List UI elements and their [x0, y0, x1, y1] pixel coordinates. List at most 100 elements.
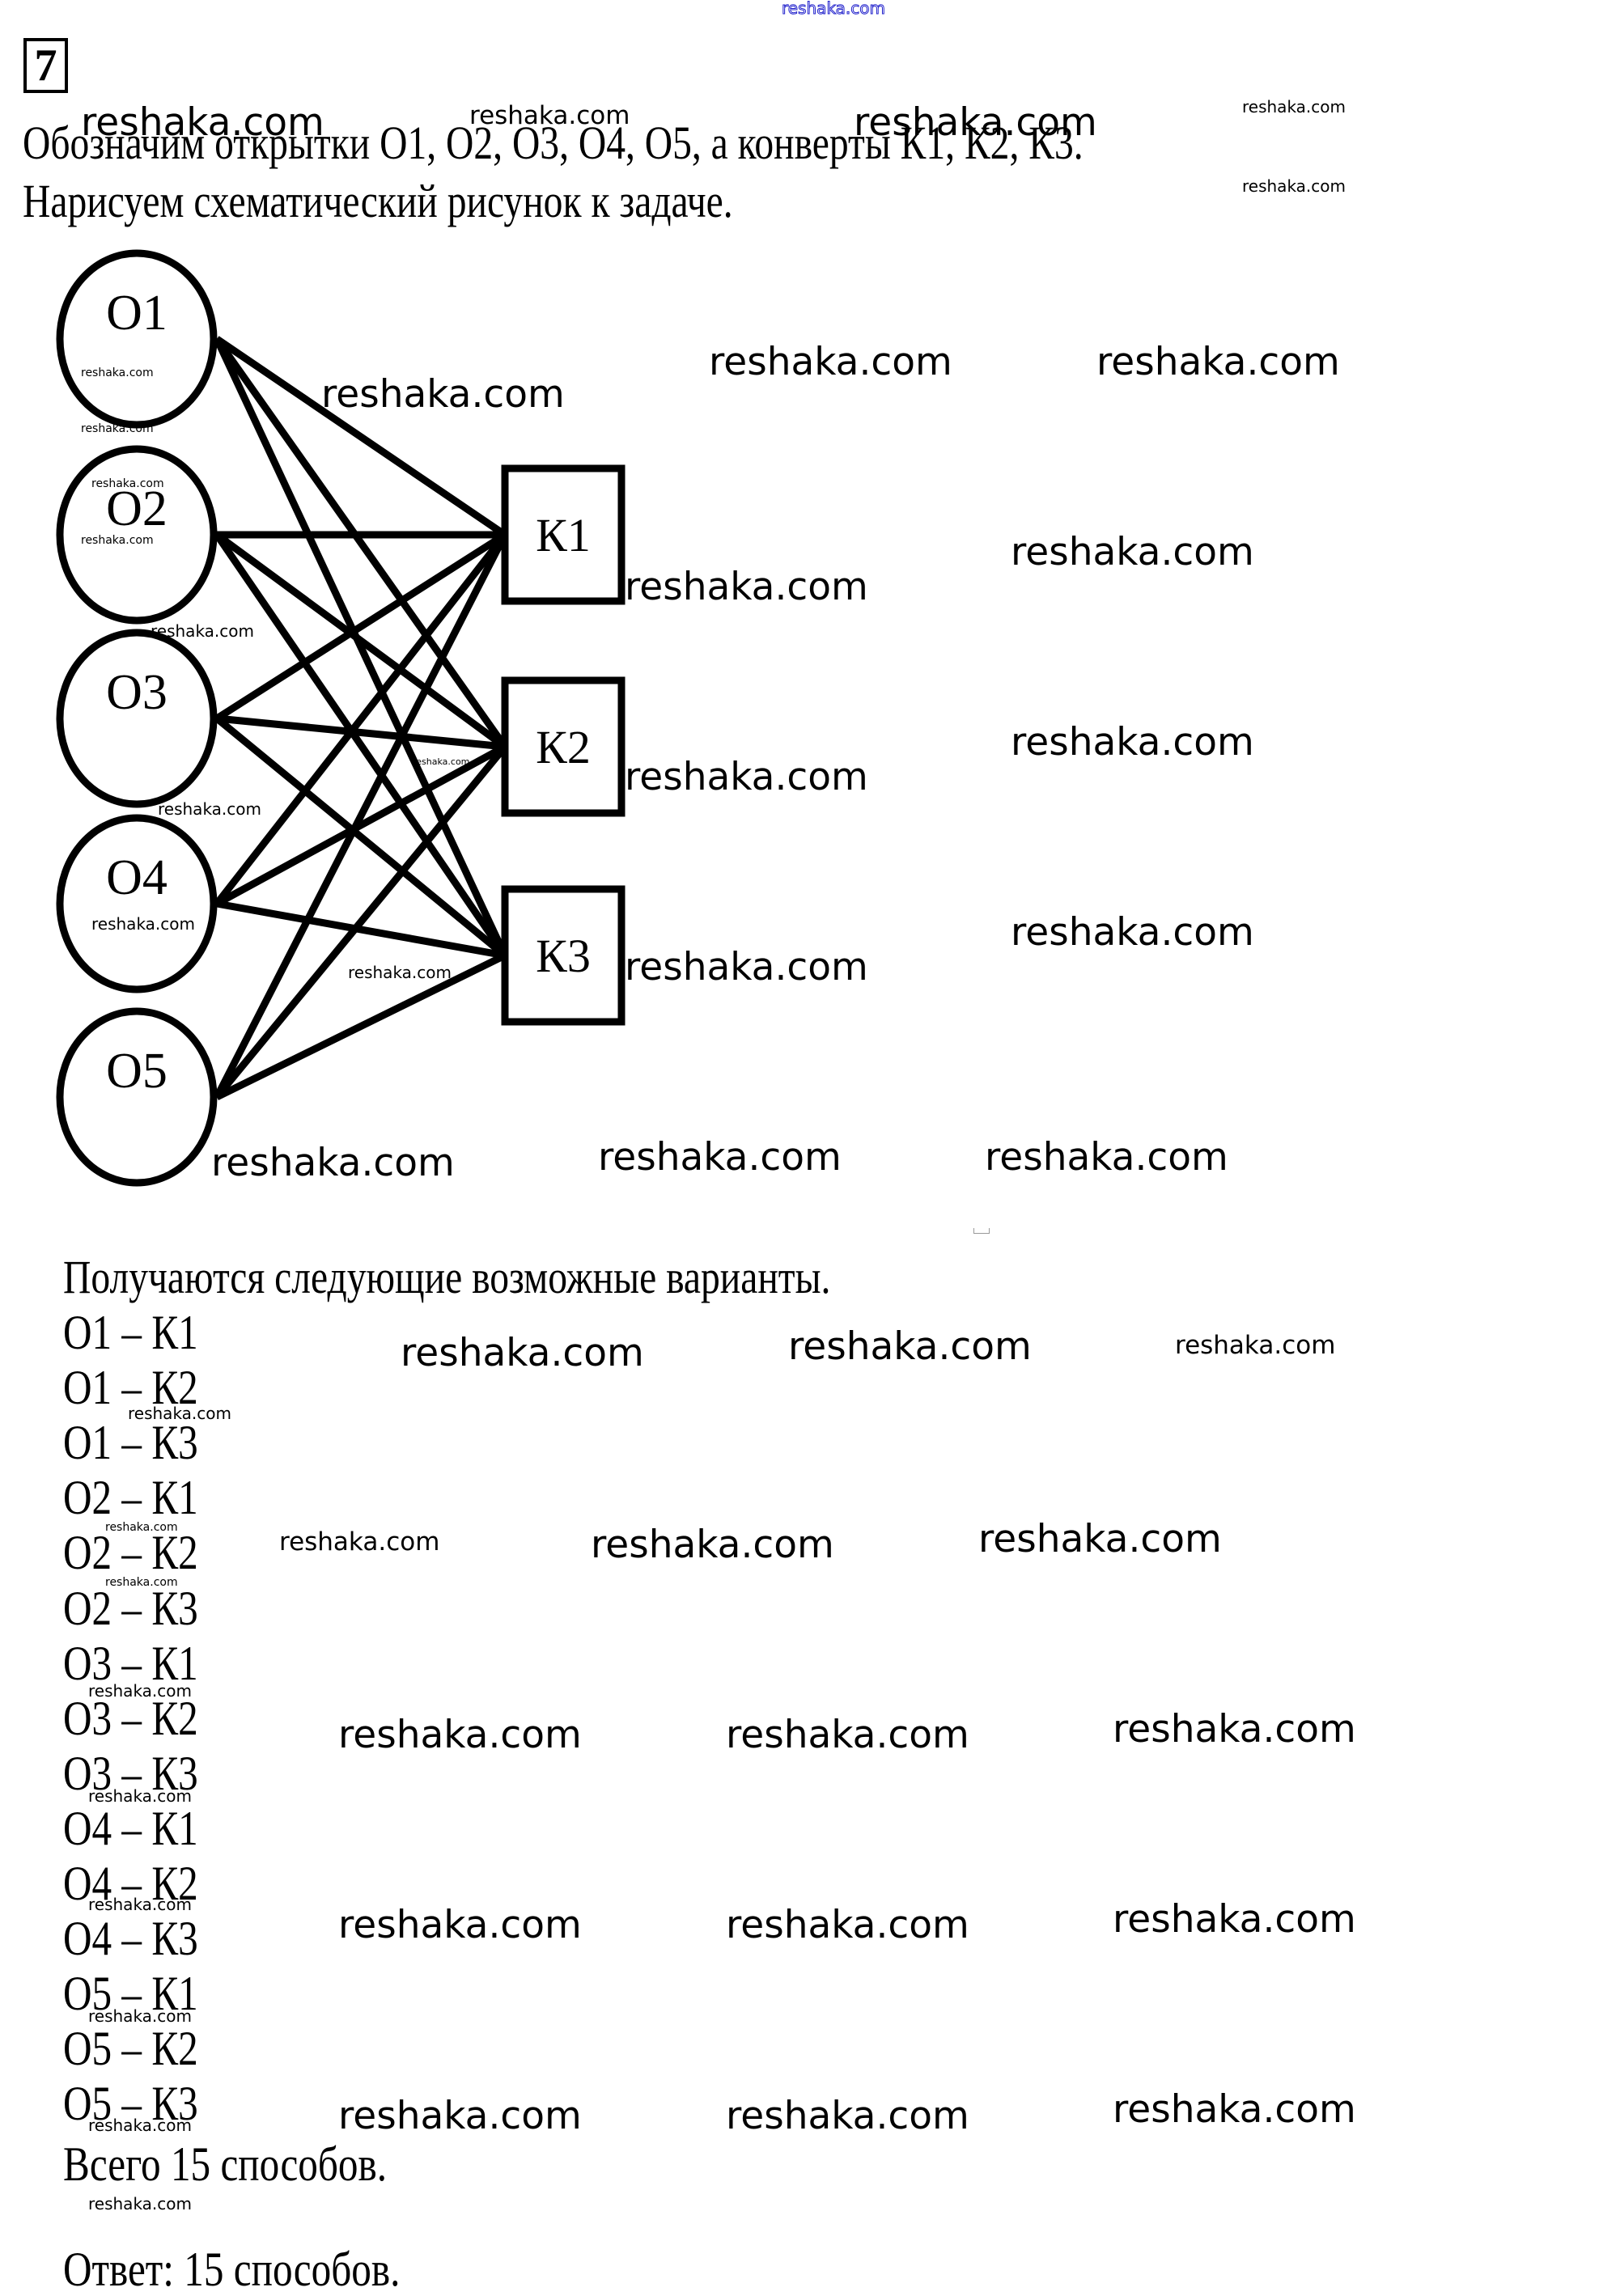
top-watermark: reshaka.com — [782, 0, 886, 19]
watermark: reshaka.com — [598, 1135, 842, 1180]
postcard-label: О3 — [106, 665, 168, 720]
watermark: reshaka.com — [105, 1521, 178, 1534]
watermark: reshaka.com — [1175, 1331, 1336, 1360]
watermark: reshaka.com — [88, 2116, 192, 2135]
variant-item: О5 – К2 — [63, 2022, 198, 2076]
watermark: reshaka.com — [726, 2094, 969, 2138]
watermark: reshaka.com — [338, 2094, 582, 2138]
watermark: reshaka.com — [81, 422, 154, 435]
watermark: reshaka.com — [81, 366, 154, 379]
watermark: reshaka.com — [1113, 1897, 1356, 1942]
watermark: reshaka.com — [1242, 97, 1346, 116]
postcard-node: О2 — [56, 445, 218, 625]
postcard-circle — [56, 1007, 218, 1187]
variant-item: О4 – К1 — [63, 1801, 198, 1855]
postcard-node: О1 — [56, 249, 218, 429]
edge-О1-К2 — [214, 337, 508, 749]
watermark: reshaka.com — [854, 100, 1097, 145]
watermark: reshaka.com — [1011, 530, 1254, 574]
variant-item: О5 – К1 — [63, 1967, 198, 2021]
watermark: reshaka.com — [338, 1713, 582, 1757]
watermark: reshaka.com — [91, 477, 164, 490]
postcard-label: О4 — [106, 850, 168, 905]
watermark: reshaka.com — [88, 2006, 192, 2026]
watermark: reshaka.com — [1113, 2087, 1356, 2132]
watermark: reshaka.com — [625, 945, 868, 989]
edge-О2-К3 — [214, 532, 508, 958]
watermark: reshaka.com — [709, 340, 952, 384]
variant-item: О2 – К2 — [63, 1526, 198, 1580]
envelope-box — [501, 676, 626, 817]
watermark: reshaka.com — [1242, 176, 1346, 196]
intro-line-2: Нарисуем схематический рисунок к задаче. — [23, 175, 733, 227]
edge-О4-К1 — [214, 532, 508, 906]
watermark: reshaka.com — [625, 755, 868, 799]
variants-heading: Получаются следующие возможные варианты. — [63, 1251, 831, 1303]
variant-item: О3 – К2 — [63, 1691, 198, 1745]
watermark: reshaka.com — [1113, 1707, 1356, 1752]
envelope-node: К2 — [501, 676, 626, 817]
watermark: reshaka.com — [279, 1527, 440, 1557]
postcard-node: О4 — [56, 814, 218, 993]
watermark: reshaka.com — [88, 1786, 192, 1806]
watermark: reshaka.com — [348, 963, 452, 982]
watermark: reshaka.com — [1011, 720, 1254, 765]
envelope-label: К3 — [536, 930, 591, 982]
postcard-circle — [56, 814, 218, 993]
watermark: reshaka.com — [625, 565, 868, 609]
watermark: reshaka.com — [128, 1404, 231, 1423]
answer-text: Ответ: 15 способов. — [63, 2243, 401, 2296]
variant-item: О1 – К3 — [63, 1416, 198, 1470]
variant-item: О5 – К3 — [63, 2077, 198, 2131]
watermark: reshaka.com — [81, 100, 324, 145]
envelope-box — [501, 885, 626, 1026]
variant-item: О1 – К1 — [63, 1306, 198, 1359]
edge-О5-К1 — [213, 532, 509, 1099]
variant-item: О4 – К2 — [63, 1857, 198, 1910]
watermark: reshaka.com — [788, 1324, 1032, 1369]
edge-О3-К1 — [214, 532, 507, 722]
watermark: reshaka.com — [591, 1523, 834, 1567]
postcard-node: О5 — [56, 1007, 218, 1187]
envelope-label: К1 — [536, 509, 591, 561]
edge-О4-К3 — [216, 900, 506, 959]
variant-item: О2 – К3 — [63, 1581, 198, 1635]
watermark: reshaka.com — [88, 1895, 192, 1914]
postcard-node: О3 — [56, 629, 218, 808]
watermark: reshaka.com — [151, 621, 254, 641]
edge-lines — [213, 336, 509, 1101]
edge-О3-К3 — [214, 715, 507, 959]
edge-О3-К2 — [216, 714, 506, 751]
variant-item: О1 – К2 — [63, 1361, 198, 1415]
envelope-node: К3 — [501, 885, 626, 1026]
watermark: reshaka.com — [726, 1903, 969, 1947]
postcard-circle — [56, 445, 218, 625]
total-text: Всего 15 способов. — [63, 2137, 388, 2191]
variant-item: О2 – К1 — [63, 1471, 198, 1525]
watermark: reshaka.com — [211, 1141, 455, 1185]
scan-artifact — [973, 1228, 990, 1234]
postcard-label: О1 — [106, 286, 168, 341]
postcard-circle — [56, 249, 218, 429]
watermark: reshaka.com — [726, 1713, 969, 1757]
watermark: reshaka.com — [91, 914, 195, 934]
edge-О1-К1 — [214, 336, 507, 538]
watermark: reshaka.com — [158, 799, 261, 819]
envelope-node: К1 — [501, 464, 626, 605]
variant-item: О4 – К3 — [63, 1912, 198, 1966]
postcard-label: О2 — [106, 481, 168, 536]
watermark: reshaka.com — [81, 534, 154, 547]
intro-line-1: Обозначим открытки О1, О2, О3, О4, О5, а… — [23, 116, 1084, 169]
watermark: reshaka.com — [321, 372, 565, 417]
task-number-box: 7 — [23, 38, 68, 93]
variant-item: О3 – К3 — [63, 1746, 198, 1800]
edge-О2-К2 — [214, 532, 507, 750]
edge-О5-К2 — [214, 744, 508, 1099]
watermark: reshaka.com — [88, 2194, 192, 2213]
watermark: reshaka.com — [413, 756, 470, 767]
watermark: reshaka.com — [401, 1331, 644, 1375]
variant-item: О3 – К1 — [63, 1636, 198, 1690]
watermark: reshaka.com — [985, 1135, 1228, 1180]
